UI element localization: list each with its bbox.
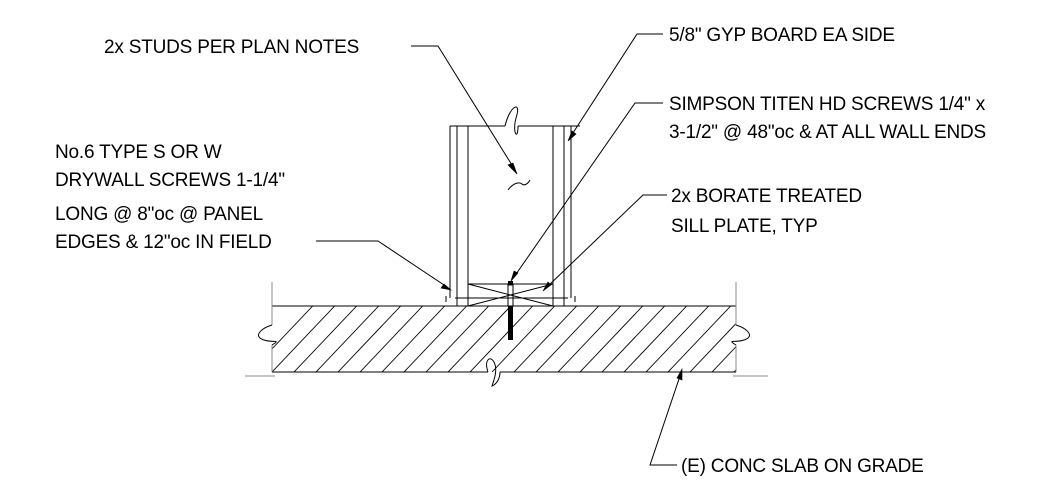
slab-hatch-line — [447, 306, 512, 372]
slab-hatch-line — [689, 322, 736, 372]
slab-hatch-line — [535, 306, 600, 372]
slab-hatch-line — [513, 306, 578, 372]
slab-hatch-line — [403, 306, 468, 372]
label-studs: 2x STUDS PER PLAN NOTES — [104, 37, 359, 58]
slab-hatch-line — [623, 306, 688, 372]
sill-plate — [467, 283, 554, 307]
slab-hatch — [272, 306, 819, 372]
slab-hatch-line — [315, 306, 380, 372]
slab-break-left-symbol — [258, 324, 277, 346]
label-simpson-line1: SIMPSON TITEN HD SCREWS 1/4" x — [669, 94, 986, 115]
label-slab: (E) CONC SLAB ON GRADE — [681, 456, 924, 477]
label-simpson-line2: 3-1/2" @ 48"oc & AT ALL WALL ENDS — [669, 122, 986, 143]
label-drywall-line4: EDGES & 12"oc IN FIELD — [55, 232, 272, 253]
wall-assembly — [445, 106, 580, 340]
label-drywall-line1: No.6 TYPE S OR W — [55, 142, 222, 163]
label-drywall-line3: LONG @ 8"oc @ PANEL — [55, 204, 263, 225]
label-drywall-line2: DRYWALL SCREWS 1-1/4" — [55, 170, 285, 191]
slab-hatch-line — [557, 306, 622, 372]
label-sill-line1: 2x BORATE TREATED — [671, 186, 862, 207]
slab-hatch-line — [601, 306, 666, 372]
slab-hatch-line — [359, 306, 424, 372]
label-sill-line2: SILL PLATE, TYP — [671, 216, 818, 237]
slab-hatch-line — [645, 306, 710, 372]
label-gyp-board: 5/8" GYP BOARD EA SIDE — [669, 25, 895, 46]
slab-hatch-line — [756, 306, 819, 372]
slab-hatch-line — [469, 306, 534, 372]
slab-hatch-line — [667, 306, 732, 372]
wall-break-symbol — [504, 106, 519, 135]
slab-hatch-line — [272, 306, 314, 350]
leader-lines — [316, 33, 683, 466]
slab-hatch-line — [491, 306, 556, 372]
slab-hatch-line — [733, 369, 736, 372]
titen-screw — [507, 281, 514, 340]
slab-hatch-line — [293, 306, 358, 372]
slab-hatch-line — [272, 306, 336, 372]
slab-hatch-line — [711, 346, 736, 372]
slab-hatch-line — [579, 306, 644, 372]
slab-hatch-line — [337, 306, 402, 372]
slab-break-right-symbol — [731, 324, 750, 346]
slab-hatch-line — [425, 306, 490, 372]
slab-break-bottom-symbol — [486, 358, 501, 387]
slab-hatch-line — [381, 306, 446, 372]
concrete-slab — [245, 282, 819, 387]
